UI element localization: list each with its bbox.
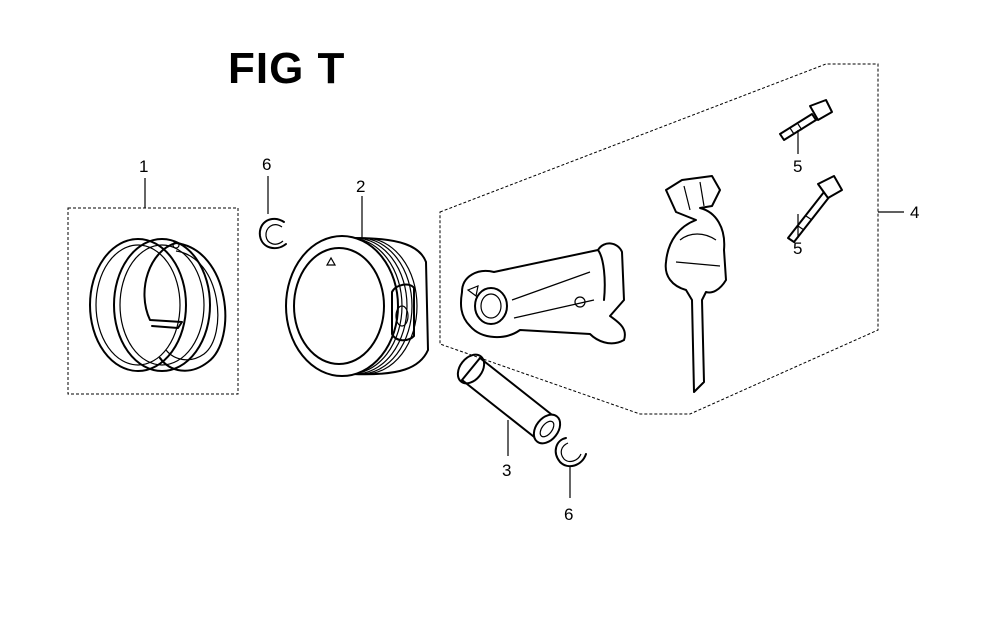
ring-1 [89,238,187,372]
small-end-bore [474,287,508,325]
piston [285,235,429,377]
piston-pin [456,353,562,445]
callout-6-upper: 6 [262,155,271,174]
callout-3: 3 [502,461,511,480]
ring-3-oil [143,241,227,372]
piston-ring-set [67,207,239,395]
clip-upper [258,217,287,250]
ring-2 [113,238,211,372]
connecting-rod [460,242,626,345]
callout-5-upper: 5 [793,157,802,176]
callout-5-lower: 5 [793,239,802,258]
connecting-rod-cap [664,175,727,393]
piston-crown [293,247,385,365]
pin-boss [391,283,415,342]
leader-lines [144,130,904,498]
callout-2: 2 [356,177,365,196]
callout-1: 1 [139,157,148,176]
oil-hole [574,296,586,308]
callout-6-lower: 6 [564,505,573,524]
callout-4: 4 [910,203,919,222]
figure-title: FIG T [228,44,346,93]
bolt-lower [787,175,843,243]
bolt-upper [779,99,833,141]
arrow-mark [325,256,337,266]
piston-crown-rim [285,235,399,377]
conrod-assembly-box [439,63,879,415]
ring-set-box [67,207,239,395]
clip-lower [554,437,587,468]
